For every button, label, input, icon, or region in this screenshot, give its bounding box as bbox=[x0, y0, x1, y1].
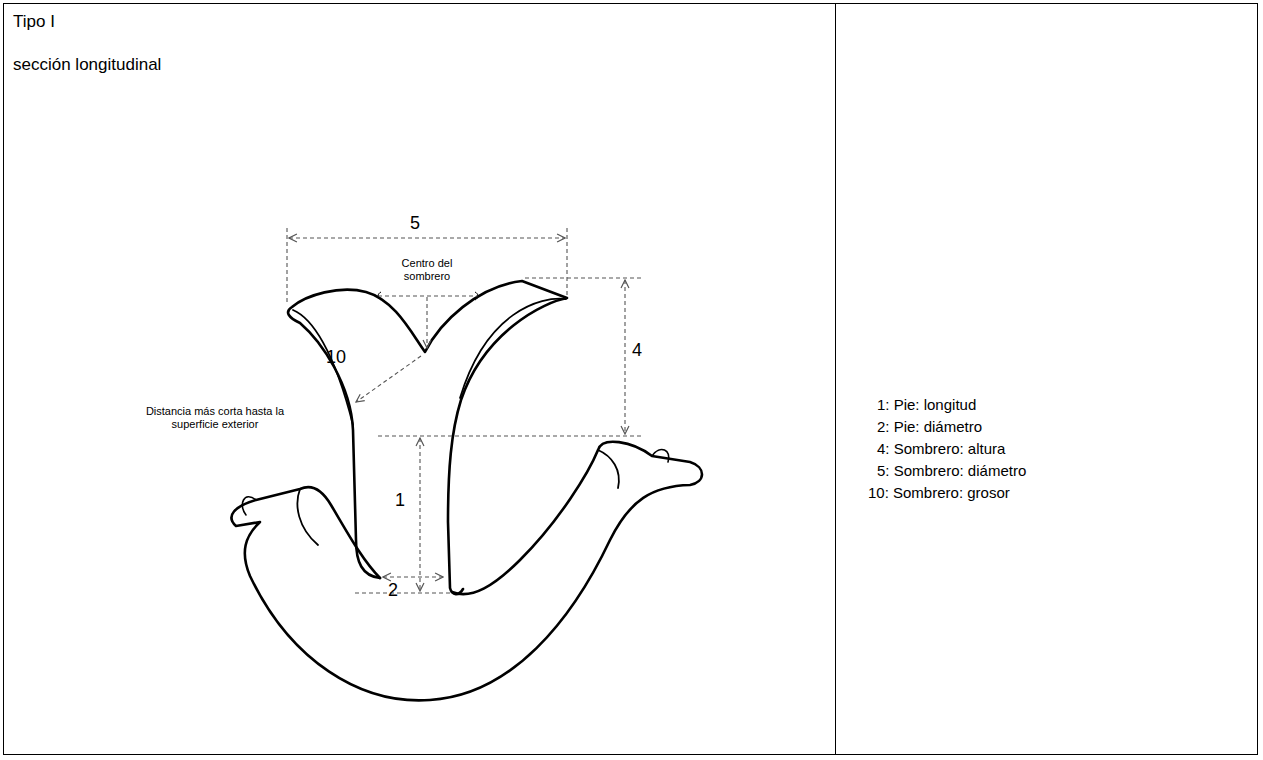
heading: Tipo I bbox=[13, 12, 55, 32]
callout-number: 5 bbox=[408, 213, 422, 234]
legend-line: 4: Sombrero: altura bbox=[877, 440, 1005, 457]
legend-line: 1: Pie: longitud bbox=[877, 396, 976, 413]
legend-line: 5: Sombrero: diámetro bbox=[877, 462, 1026, 479]
callout-number: 2 bbox=[388, 580, 398, 601]
note-label: Distancia más corta hasta la superficie … bbox=[140, 405, 290, 430]
callout-number: 10 bbox=[326, 347, 346, 368]
legend-line: 10: Sombrero: grosor bbox=[868, 484, 1010, 501]
callout-number: 1 bbox=[393, 490, 407, 511]
cell-divider bbox=[835, 3, 836, 755]
callout-number: 4 bbox=[632, 340, 642, 361]
legend-line: 2: Pie: diámetro bbox=[877, 418, 982, 435]
subheading: sección longitudinal bbox=[13, 55, 161, 75]
table-border bbox=[3, 3, 1258, 755]
note-label: Centro del sombrero bbox=[387, 257, 467, 282]
